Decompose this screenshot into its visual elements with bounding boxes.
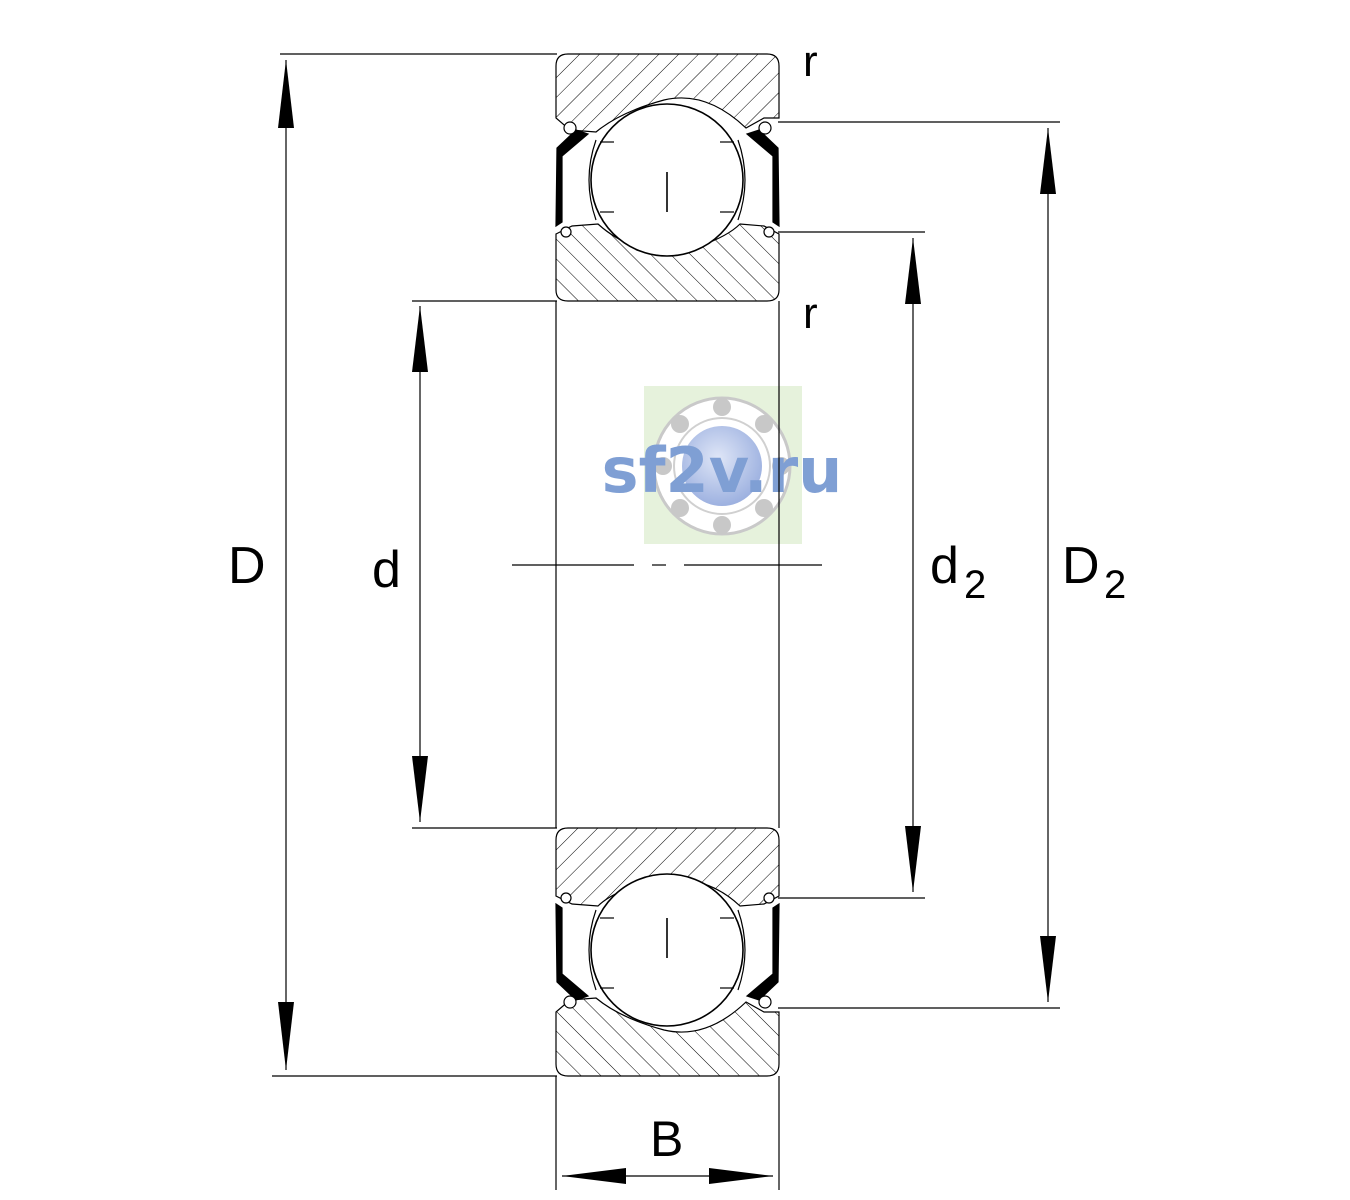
arrow-bore-up: [412, 306, 428, 372]
label-radius-top: r: [803, 37, 818, 86]
label-D2-subscript: 2: [1104, 563, 1126, 607]
label-d2-subscript: 2: [964, 563, 986, 607]
arrowheads: [278, 60, 1056, 1184]
extension-lines: [272, 53, 1060, 1190]
watermark: sf2v.ru: [602, 386, 843, 544]
arrow-b-right: [709, 1168, 773, 1184]
watermark-text: sf2v.ru: [602, 434, 843, 507]
arrow-D2-down: [1040, 936, 1056, 1002]
arrow-d2-down: [905, 826, 921, 892]
bottom-section: [555, 827, 780, 1077]
arrow-d2-up: [905, 238, 921, 304]
top-section: [555, 53, 780, 302]
label-bore-diameter: d: [372, 541, 401, 599]
arrow-d-up: [278, 60, 294, 128]
label-outer-diameter: D: [228, 537, 266, 595]
arrow-D2-up: [1040, 128, 1056, 194]
labels: D d d 2 D 2 B r r: [228, 37, 1126, 1167]
arrow-b-left: [562, 1168, 626, 1184]
arrow-bore-down: [412, 756, 428, 822]
label-radius-inner: r: [803, 289, 818, 338]
bore-lines: [555, 301, 780, 828]
label-d2: d: [930, 537, 959, 595]
label-D2: D: [1062, 537, 1100, 595]
label-width: B: [650, 1111, 683, 1167]
arrow-d-down: [278, 1002, 294, 1070]
